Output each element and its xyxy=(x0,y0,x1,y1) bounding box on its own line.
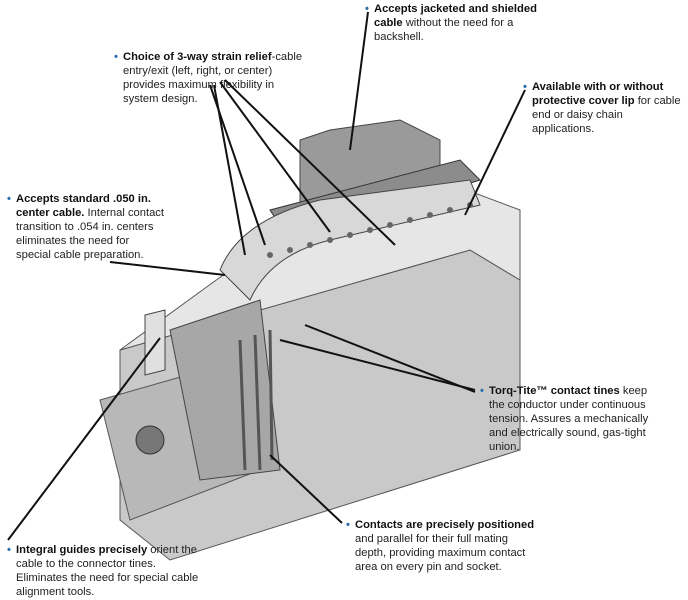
bullet-icon: • xyxy=(114,51,118,63)
strain-relief-guide xyxy=(144,309,166,376)
bullet-icon: • xyxy=(523,81,527,93)
bullet-icon: • xyxy=(7,544,11,556)
bullet-icon: • xyxy=(480,385,484,397)
leader-lines xyxy=(7,11,526,541)
callout-jacketed-cable: • Accepts jacketed and shielded cable wi… xyxy=(365,3,537,43)
bullet-icon: • xyxy=(7,193,11,205)
bullet-icon: • xyxy=(365,3,369,15)
callout-integral-guides: • Integral guides precisely orient the c… xyxy=(7,544,199,598)
callout-strain-relief: • Choice of 3-way strain relief-cable en… xyxy=(114,51,303,105)
callout-torq-tite: • Torq-Tite™ contact tines keep the cond… xyxy=(480,385,649,453)
callout-standard-cable: • Accepts standard .050 in. center cable… xyxy=(7,193,165,261)
callout-cover-lip: • Available with or without protective c… xyxy=(523,81,681,135)
mounting-hole xyxy=(135,425,165,455)
contact-pins xyxy=(238,329,274,471)
cutaway-section xyxy=(169,299,281,481)
contact-row xyxy=(267,202,473,258)
bullet-icon: • xyxy=(346,519,350,531)
callout-contacts: • Contacts are precisely positioned and … xyxy=(346,519,535,573)
